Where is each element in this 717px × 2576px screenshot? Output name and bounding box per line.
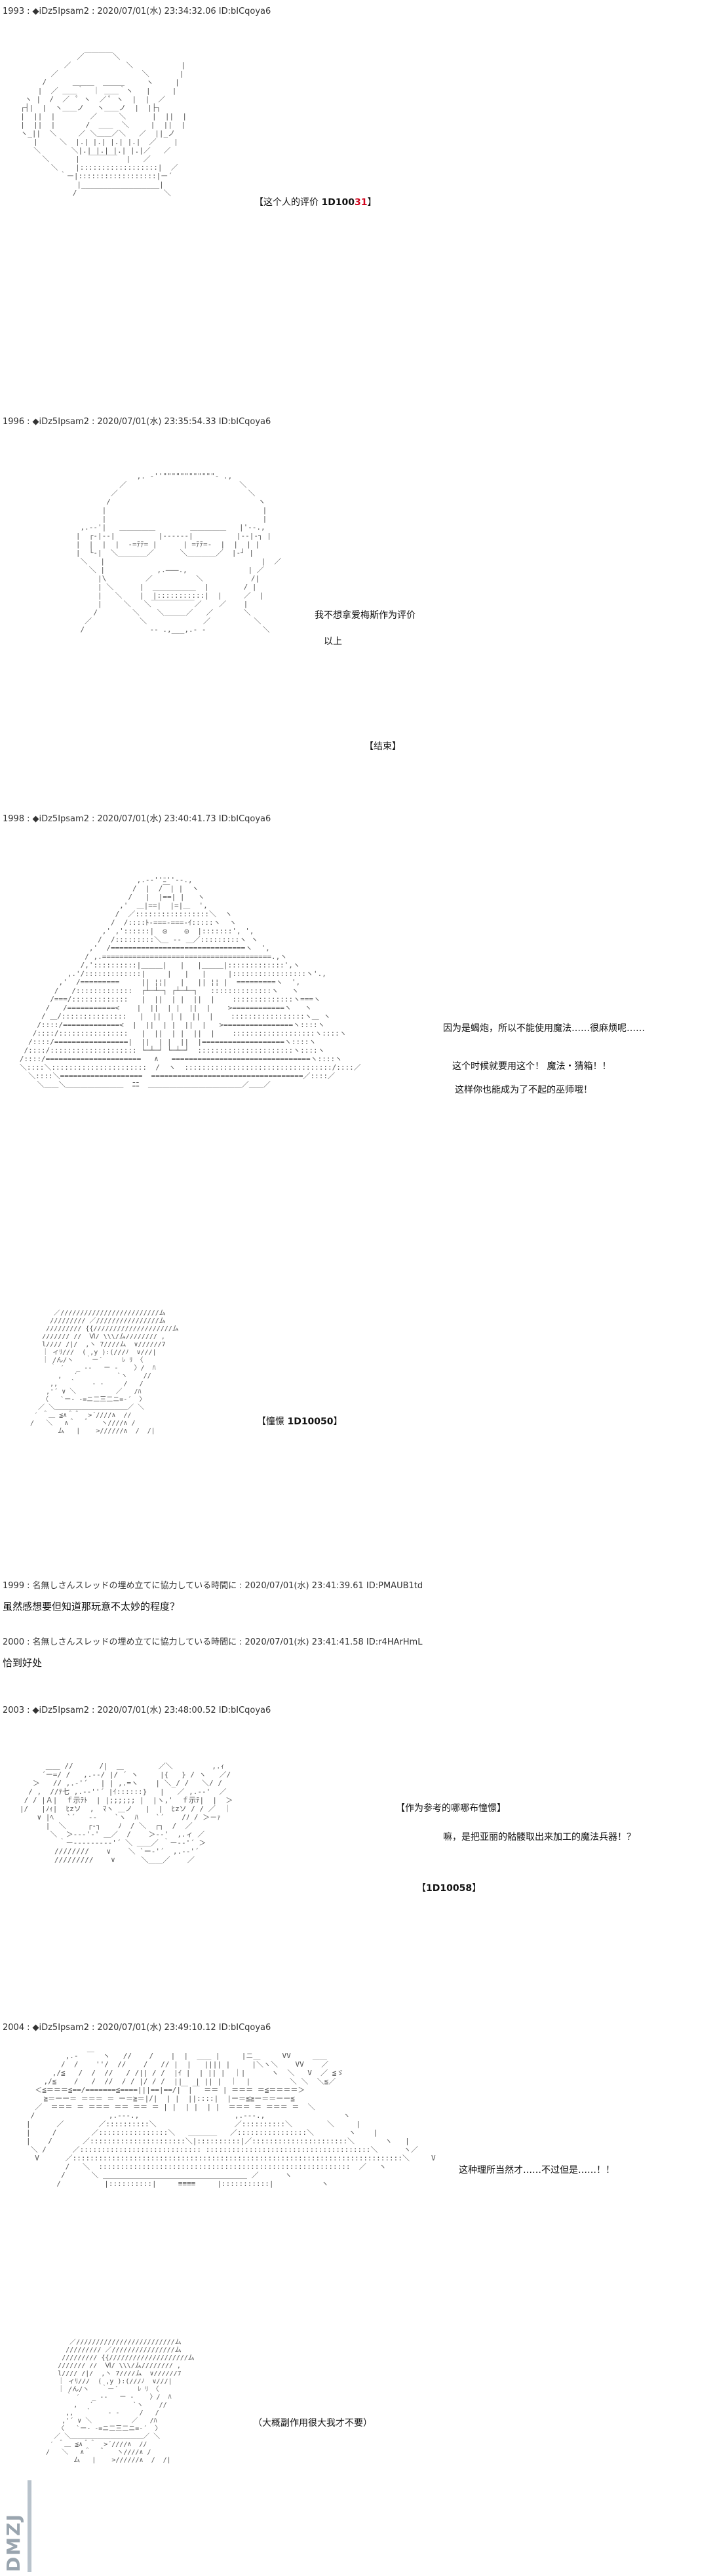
post-text: 以上 [324,636,342,647]
poster-name: ◆iDz5Ipsam2 [32,814,89,824]
post-datetime: 2020/07/01(水) 23:35:54.33 [97,417,216,427]
post-number[interactable]: 1993 [3,7,25,16]
ascii-art-figure: ／￣￣￣￣＼ ／ ＼ | ／ ＼ | / ＿＿＿ ＿＿＿ ヽ | | ／ ＿＿｀… [20,52,187,197]
post-body: 虽然感想要但知道那玩意不太妙的程度？ [3,1601,180,1612]
poster-name: 名無しさんスレッドの埋め立てに協力している時間に [32,1637,237,1647]
ascii-art-figure: ／/////////////////////////ム ///////// ／/… [46,2339,195,2464]
post-text: 这种理所当然才……不过但是……！！ [459,2165,615,2176]
poster-id[interactable]: ID:bICqoya6 [218,7,271,16]
post-text: 这个时候就要用这个！ 魔法・猜箱！！ [452,1061,611,1072]
roll-caption: 【这个人的评价 1D10031】 [254,197,377,208]
poster-name: 名無しさんスレッドの埋め立てに協力している時間に [32,1581,237,1591]
post-text: 我不想拿爱梅斯作为评价 [315,610,416,621]
poster-name: ◆iDz5Ipsam2 [32,2023,89,2033]
ascii-art-figure: ,.-‐''ﾆ''‐-., / | /￣| | ヽ / | |==| | ヽ ,… [19,876,361,1089]
poster-id[interactable]: ID:r4HArHmL [366,1637,423,1647]
post-number[interactable]: 2004 [3,2023,25,2033]
poster-name: ◆iDz5Ipsam2 [32,1706,89,1715]
post-datetime: 2020/07/01(水) 23:41:41.58 [244,1637,364,1647]
post-text: 因为是蝎炮，所以不能使用魔法……很麻烦呢…… [443,1023,645,1034]
post-text: 这样你也能成为了不起的巫师哦！ [455,1085,592,1095]
poster-id[interactable]: ID:bICqoya6 [218,814,271,824]
post-body: 恰到好处 [3,1657,43,1669]
poster-name: ◆iDz5Ipsam2 [32,7,89,16]
roll-result: 31 [355,197,368,208]
poster-name: ◆iDz5Ipsam2 [32,417,89,427]
post-datetime: 2020/07/01(水) 23:34:32.06 [97,7,216,16]
post-header: 1996:◆iDz5Ipsam2:2020/07/01(水) 23:35:54.… [3,417,271,427]
roll-result: 50 [320,1416,334,1427]
poster-id[interactable]: ID:bICqoya6 [218,417,271,427]
post-header: 2004:◆iDz5Ipsam2:2020/07/01(水) 23:49:10.… [3,2023,271,2033]
post-number[interactable]: 1999 [3,1581,25,1591]
ascii-art-figure: ／/////////////////////////ム ///////// ／/… [30,1310,179,1435]
post-header: 1999:名無しさんスレッドの埋め立てに協力している時間に:2020/07/01… [3,1581,423,1591]
post-text: （大概副作用很大我才不要） [253,2418,372,2429]
post-header: 2000:名無しさんスレッドの埋め立てに協力している時間に:2020/07/01… [3,1637,423,1647]
site-watermark: DMZJ [3,2480,31,2572]
ascii-art-figure: ,. ‐''""""""""""""‐ ., ／ ＼ ／ ＼ / ヽ | [75,472,282,634]
post-header: 2003:◆iDz5Ipsam2:2020/07/01(水) 23:48:00.… [3,1706,271,1715]
post-datetime: 2020/07/01(水) 23:41:39.61 [244,1581,364,1591]
post-number[interactable]: 2003 [3,1706,25,1715]
roll-result: 58 [459,1883,473,1894]
roll-caption: 【憧憬 1D10050】 [257,1416,343,1427]
post-number[interactable]: 1996 [3,417,25,427]
post-number[interactable]: 2000 [3,1637,25,1647]
post-datetime: 2020/07/01(水) 23:40:41.73 [97,814,216,824]
post-text: 嘛，是把亚丽的骷髅取出来加工的魔法兵器！？ [443,1832,636,1843]
poster-id[interactable]: ID:PMAUB1td [366,1581,423,1591]
end-label: 【结束】 [364,741,401,752]
poster-id[interactable]: ID:bICqoya6 [218,2023,271,2033]
ascii-art-figure: ,.‐ ￣ ヽ // / | | ＿＿ | |ニ＿ VV ＿＿ / / ''/ … [26,2052,436,2188]
post-text: 【作为参考的哪哪布憧憬】 [396,1803,506,1814]
post-number[interactable]: 1998 [3,814,25,824]
post-datetime: 2020/07/01(水) 23:49:10.12 [97,2023,216,2033]
post-header: 1998:◆iDz5Ipsam2:2020/07/01(水) 23:40:41.… [3,814,271,824]
post-header: 1993:◆iDz5Ipsam2:2020/07/01(水) 23:34:32.… [3,7,271,16]
roll-caption: 【1D10058】 [417,1883,482,1894]
ascii-art-figure: ＿＿ // /| ＿ ／＼ ,.ｨ ´ー=/ / ,.-‐/ |/ ´ ヽ |{… [20,1762,233,1864]
post-datetime: 2020/07/01(水) 23:48:00.52 [97,1706,216,1715]
poster-id[interactable]: ID:bICqoya6 [218,1706,271,1715]
